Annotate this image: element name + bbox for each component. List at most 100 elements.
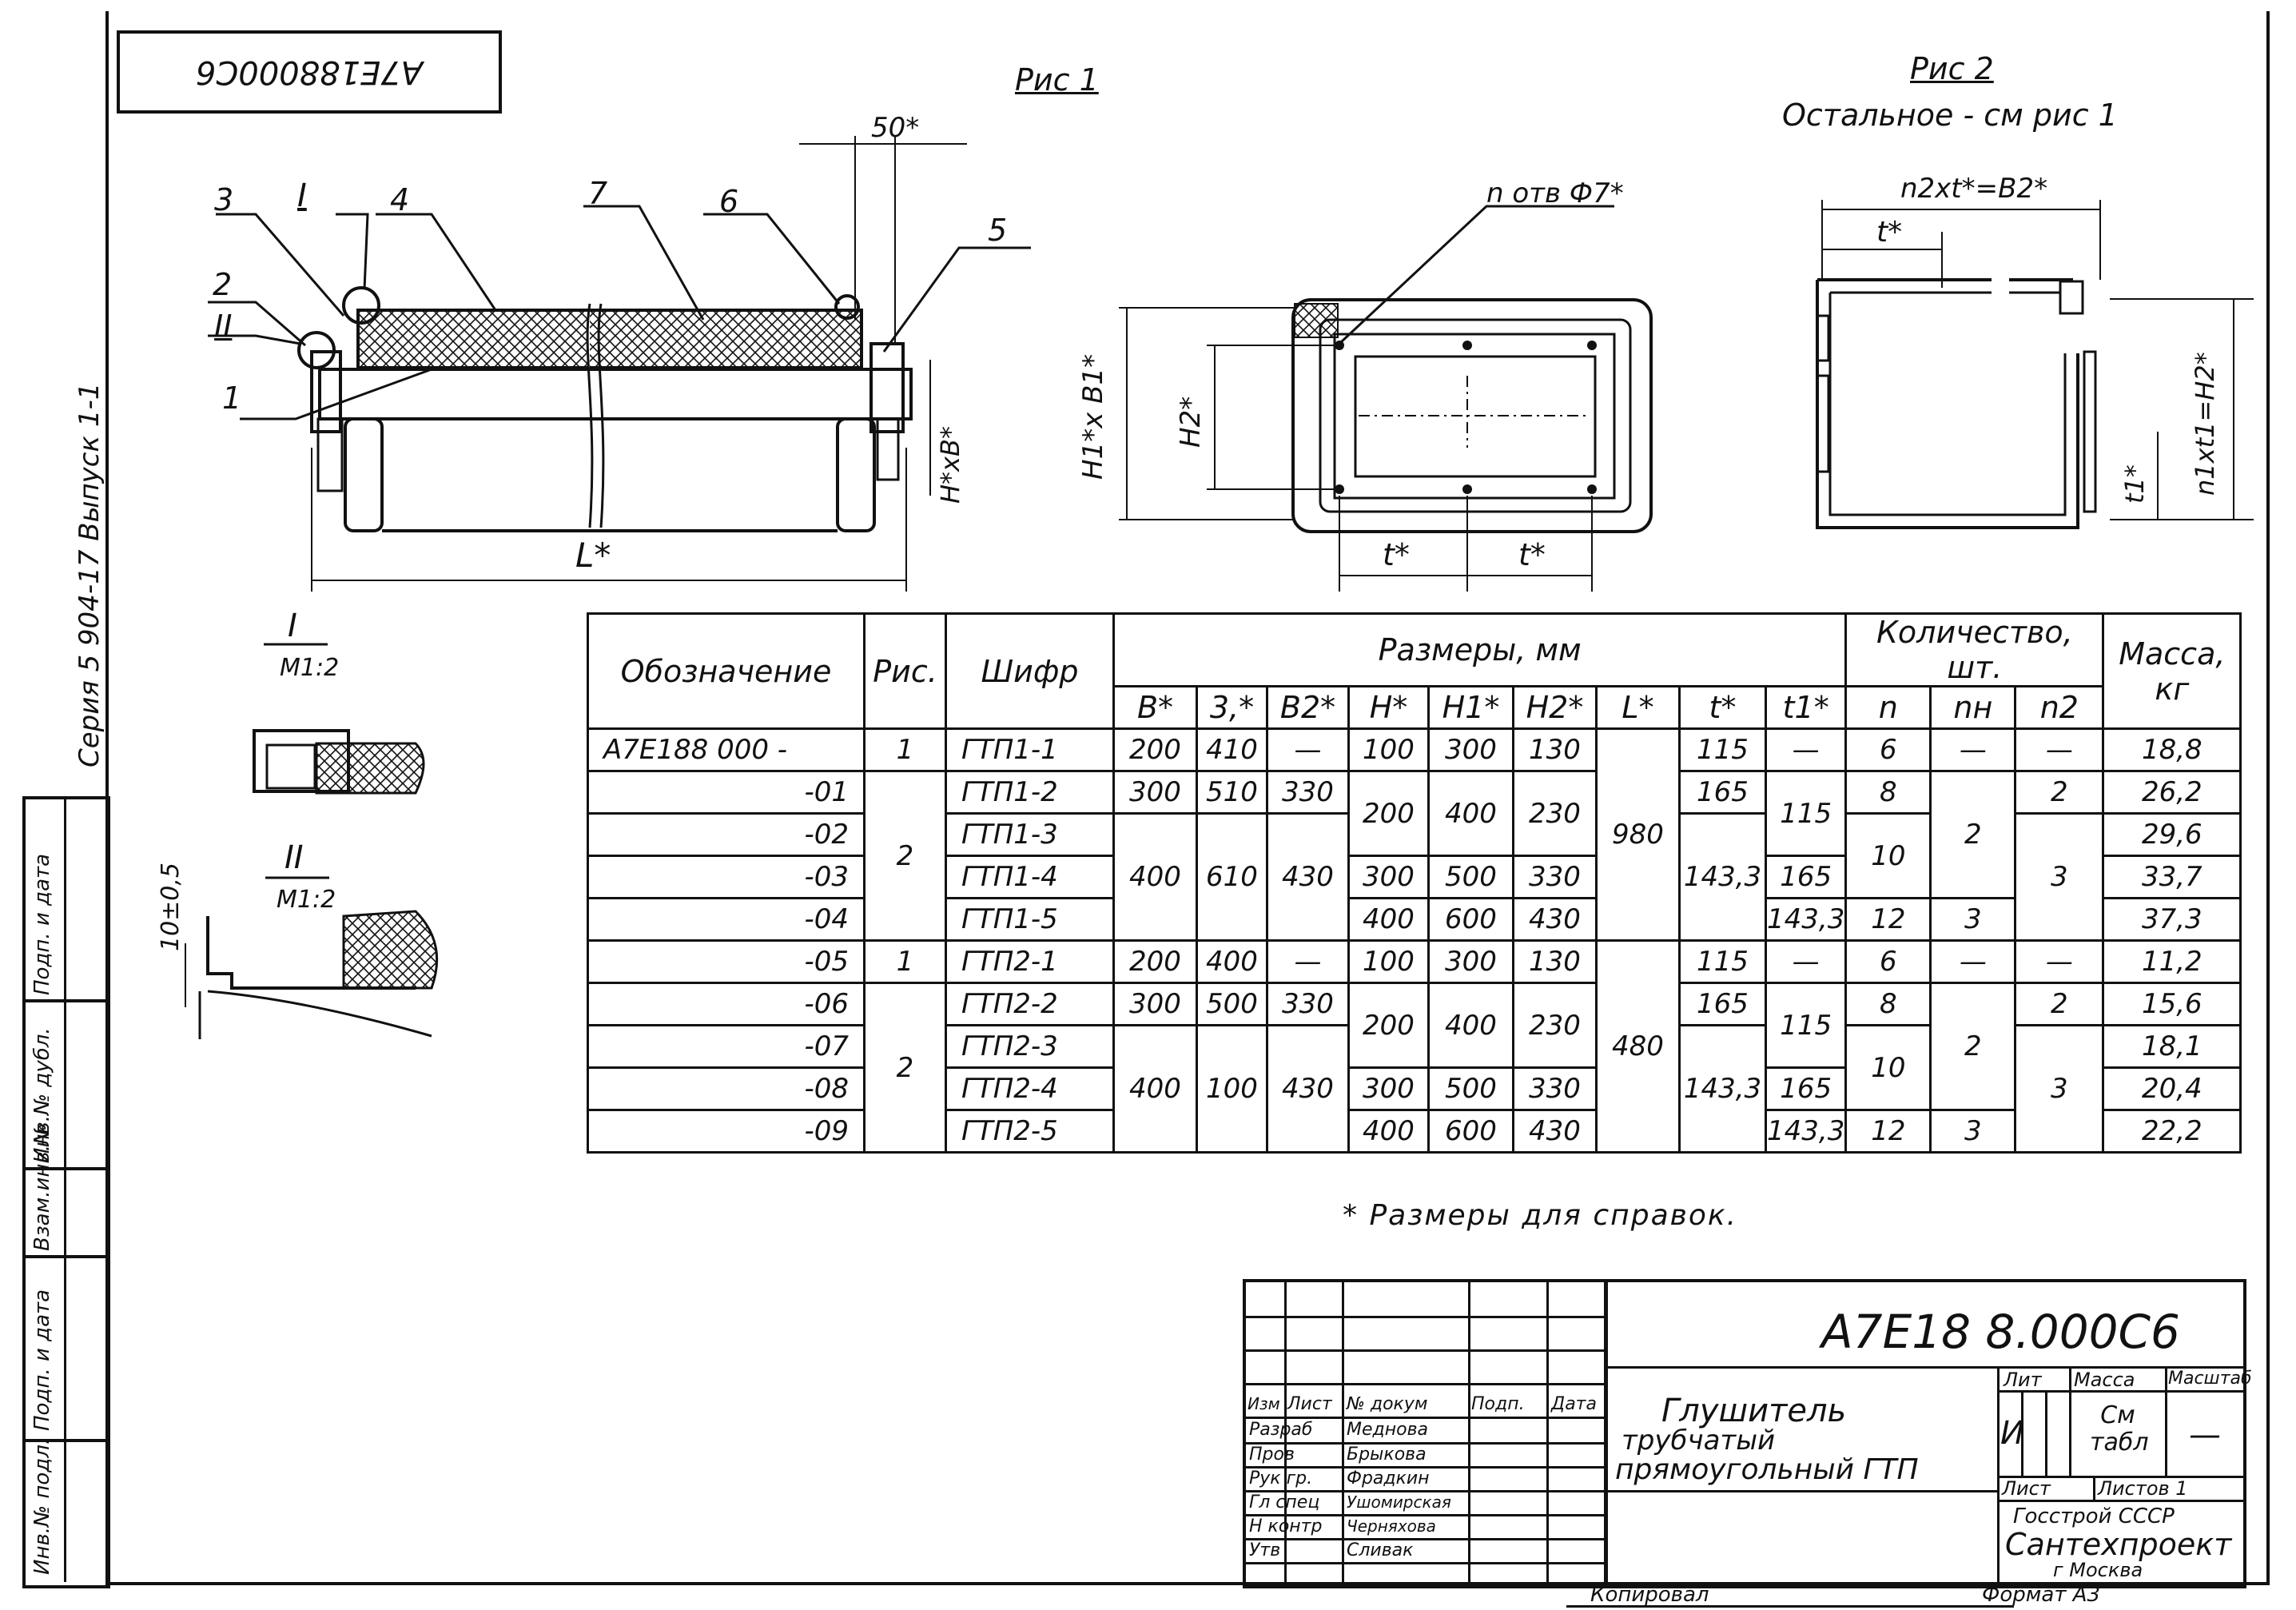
tb-signer: Фрадкин bbox=[1347, 1469, 1430, 1488]
cell: 8 bbox=[1844, 982, 1932, 1026]
approval-sidebar: Инв.№ подл. Подп. и дата Взам.инв.№ Инв.… bbox=[22, 796, 110, 1588]
cell: 300 bbox=[1112, 770, 1198, 815]
cell: 6 bbox=[1844, 727, 1932, 772]
tb-signer: Брыкова bbox=[1347, 1445, 1427, 1465]
cell: 400 bbox=[1427, 982, 1514, 1069]
tb-line bbox=[2165, 1366, 2167, 1476]
cell: — bbox=[1266, 727, 1350, 772]
cell: 510 bbox=[1196, 770, 1268, 815]
table-row: -02 ГТП1-3 400 610 430 143,3 10 3 29,6 bbox=[587, 812, 2242, 942]
tb-signer: Ушомирская bbox=[1347, 1492, 1451, 1512]
cell: 430 bbox=[1266, 1024, 1350, 1154]
cell: -09 bbox=[587, 1109, 865, 1154]
cell: 3 bbox=[1929, 1109, 2017, 1154]
header-quantity: Количество, шт. bbox=[1844, 612, 2105, 687]
table-row: -07 ГТП2-3 400 100 430 143,3 10 3 18,1 bbox=[587, 1024, 2242, 1154]
cell: ГТП2-1 bbox=[945, 939, 1115, 984]
cell: ГТП1-1 bbox=[945, 727, 1115, 772]
cell: 143,3 bbox=[1764, 897, 1848, 942]
header-sizes: Размеры, мм bbox=[1112, 612, 1848, 687]
cell: 200 bbox=[1347, 982, 1430, 1069]
tb-line bbox=[1606, 1490, 1997, 1492]
cell: 300 bbox=[1427, 727, 1514, 772]
cell: 300 bbox=[1347, 855, 1430, 899]
side-cell bbox=[26, 1167, 107, 1258]
tb-col-header: № докум bbox=[1347, 1394, 1428, 1414]
callout-4: 4 bbox=[390, 182, 410, 217]
header-col: 3,* bbox=[1196, 685, 1268, 730]
cell: 165 bbox=[1678, 982, 1767, 1026]
cell: ГТП2-4 bbox=[945, 1066, 1115, 1111]
tb-line bbox=[1246, 1417, 1606, 1419]
tb-line bbox=[1246, 1490, 1606, 1492]
tb-line bbox=[2021, 1390, 2023, 1476]
cell: 600 bbox=[1427, 1109, 1514, 1154]
dim-h2-label: H2* bbox=[1175, 396, 1207, 448]
dim-t-right: t* bbox=[1518, 537, 1546, 572]
footer-line bbox=[1566, 1605, 2014, 1608]
cell: 400 bbox=[1196, 939, 1268, 984]
tb-line bbox=[1546, 1282, 1549, 1585]
cell: 10 bbox=[1844, 1024, 1932, 1111]
cell: -02 bbox=[587, 812, 865, 857]
cell: 330 bbox=[1266, 770, 1350, 815]
header-code: Шифр bbox=[945, 612, 1115, 730]
fig1-drawing bbox=[208, 136, 1031, 592]
tb-line bbox=[1246, 1538, 1606, 1540]
callout-1: 1 bbox=[222, 381, 242, 416]
tb-line bbox=[1342, 1282, 1344, 1585]
cell: 430 bbox=[1512, 897, 1598, 942]
cell: 300 bbox=[1112, 982, 1198, 1026]
cell: 610 bbox=[1196, 812, 1268, 942]
detail-2-dim: 10±0,5 bbox=[157, 862, 185, 951]
callout-7: 7 bbox=[588, 176, 608, 211]
header-mass: Масса, кг bbox=[2102, 612, 2242, 730]
dim-height-label: H*xB* bbox=[935, 426, 965, 504]
cell: 143,3 bbox=[1764, 1109, 1848, 1154]
header-col: B* bbox=[1112, 685, 1198, 730]
table-row: -01 2 ГТП1-2 300 510 330 200 400 230 165… bbox=[587, 770, 2242, 942]
tb-line bbox=[1246, 1383, 1606, 1385]
tb-line bbox=[1246, 1442, 1606, 1445]
detail-1-drawing bbox=[253, 643, 425, 795]
cell: 230 bbox=[1512, 770, 1598, 857]
fig2-dim-t: t* bbox=[1876, 216, 1903, 249]
org-line2: Сантехпроект bbox=[2005, 1527, 2232, 1562]
detail-2-drawing bbox=[185, 876, 439, 1039]
cell: 2 bbox=[1929, 770, 2017, 899]
cell: 400 bbox=[1112, 1024, 1198, 1154]
cell: 1 bbox=[863, 727, 947, 772]
fig2-dim-t1: t1* bbox=[2119, 464, 2150, 504]
cell: 480 bbox=[1595, 939, 1681, 1154]
header-col: t* bbox=[1678, 685, 1767, 730]
org-line3: г Москва bbox=[2053, 1559, 2143, 1581]
cell: 33,7 bbox=[2102, 855, 2242, 899]
side-divider bbox=[64, 799, 66, 1582]
product-name-line1: Глушитель bbox=[1661, 1393, 1847, 1429]
side-cell bbox=[26, 999, 107, 1170]
lit-value: И bbox=[2000, 1415, 2024, 1452]
header-col: n2 bbox=[2014, 685, 2105, 730]
cell: 18,8 bbox=[2102, 727, 2242, 772]
callout-I: I bbox=[297, 177, 307, 214]
cell: 12 bbox=[1844, 897, 1932, 942]
cell: 12 bbox=[1844, 1109, 1932, 1154]
cell: 6 bbox=[1844, 939, 1932, 984]
cell: 330 bbox=[1512, 1066, 1598, 1111]
cell: — bbox=[2014, 727, 2105, 772]
side-cell bbox=[26, 799, 107, 1002]
tb-role: Разраб bbox=[1249, 1420, 1313, 1440]
tb-signer: Черняхова bbox=[1347, 1516, 1436, 1536]
tb-line bbox=[1604, 1282, 1606, 1585]
cell: -05 bbox=[587, 939, 865, 984]
detail-2-scale: M1:2 bbox=[277, 886, 336, 914]
tb-line bbox=[1246, 1514, 1606, 1516]
header-col: H2* bbox=[1512, 685, 1598, 730]
side-cell bbox=[26, 1255, 107, 1442]
tb-col-header: Изм bbox=[1247, 1394, 1280, 1413]
cell: 22,2 bbox=[2102, 1109, 2242, 1154]
cell: — bbox=[1764, 727, 1848, 772]
tb-line bbox=[1997, 1500, 2243, 1502]
cell: 500 bbox=[1427, 1066, 1514, 1111]
header-col: H* bbox=[1347, 685, 1430, 730]
